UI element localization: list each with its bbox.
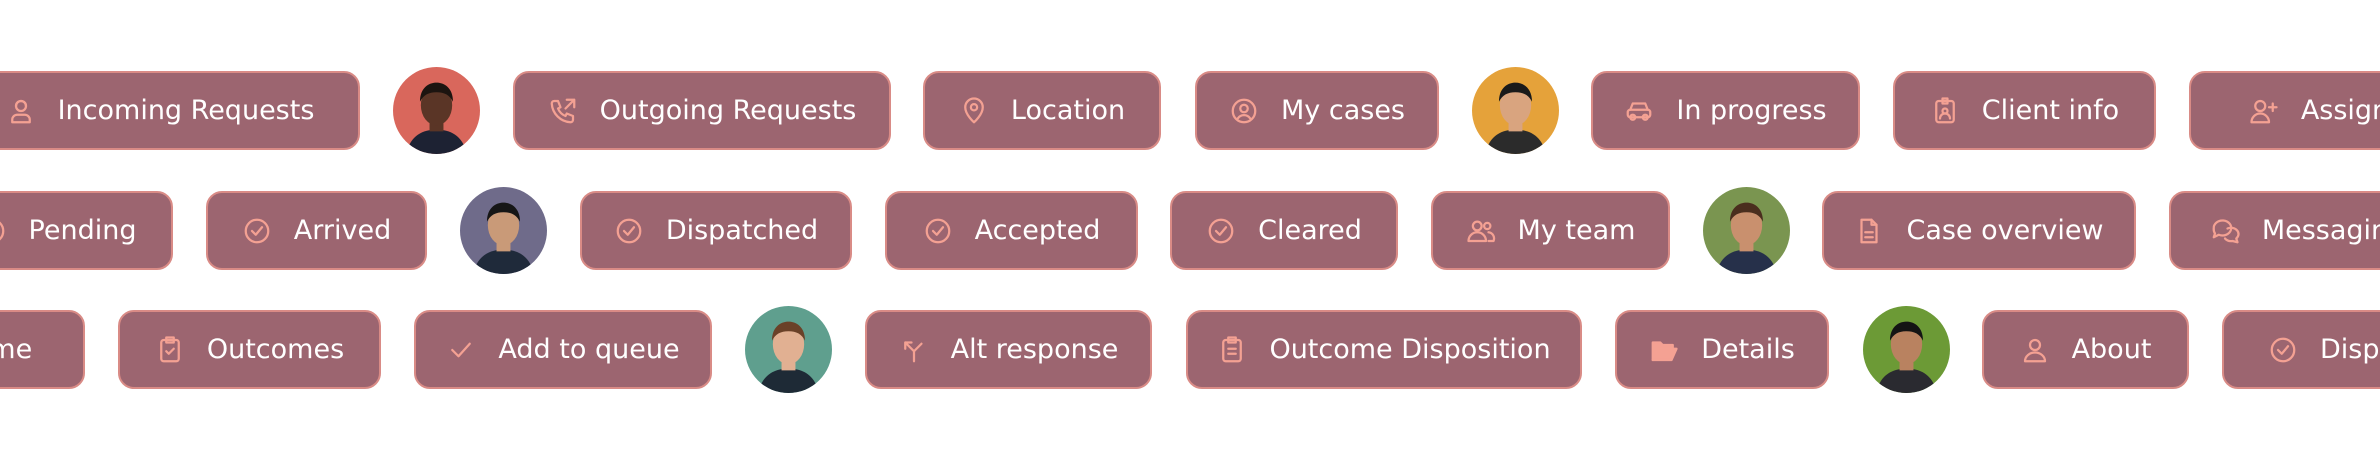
tag-assign[interactable]: Assign [2189, 71, 2380, 150]
avatar [1863, 306, 1950, 393]
check-circle-icon [244, 218, 270, 243]
tag-dispatched[interactable]: Dispatched [580, 191, 852, 270]
avatar [745, 306, 832, 393]
tag-label: Arrived [293, 215, 392, 246]
tag-cleared[interactable]: Cleared [1170, 191, 1398, 270]
avatar [393, 67, 480, 154]
tag-label: Dispa [2319, 334, 2380, 365]
tag-label: Case overview [1906, 215, 2104, 246]
tag-label: Client info [1981, 95, 2120, 126]
headset-person-icon [10, 99, 31, 123]
tag-label: Details [1701, 334, 1795, 365]
id-badge-icon [1934, 96, 1955, 123]
split-arrow-icon [903, 340, 923, 362]
tag-label: Pending [28, 215, 137, 246]
check-circle-icon [616, 218, 642, 243]
tag-details[interactable]: Details [1615, 310, 1829, 389]
folder-open-icon [1651, 340, 1678, 361]
tag-label: Dispatched [665, 215, 819, 246]
tag-alt-response[interactable]: Alt response [865, 310, 1152, 389]
clipboard-check-icon [159, 335, 180, 362]
map-pin-icon [964, 96, 984, 123]
tag-label: Outgoing Requests [599, 95, 857, 126]
tag-pending[interactable]: Pending [0, 191, 173, 270]
chat-bubbles-icon [2212, 218, 2240, 243]
tag-my-cases[interactable]: My cases [1195, 71, 1439, 150]
users-icon [1466, 220, 1495, 242]
avatar [1472, 67, 1559, 154]
tag-outcome-disposition[interactable]: Outcome Disposition [1186, 310, 1582, 389]
phone-outgoing-icon [550, 98, 576, 123]
tag-label: My cases [1281, 95, 1405, 126]
avatar [1703, 187, 1790, 274]
tag-label: Location [1010, 95, 1126, 126]
tag-arrived[interactable]: Arrived [206, 191, 427, 270]
tag-case-overview[interactable]: Case overview [1822, 191, 2136, 270]
tag-label: About [2071, 334, 2152, 365]
tag-label: Cleared [1258, 215, 1362, 246]
check-circle-icon [1208, 218, 1234, 243]
tag-label: My team [1517, 215, 1636, 246]
tag-my-team[interactable]: My team [1431, 191, 1670, 270]
check-circle-icon [2270, 337, 2296, 362]
car-icon [1627, 101, 1652, 121]
tag-label: Messagin [2261, 215, 2380, 246]
tag-label: In progress [1676, 95, 1827, 126]
tag-label: Incoming Requests [57, 95, 315, 126]
check-icon [451, 342, 472, 357]
clock-icon [0, 221, 4, 240]
tag-incoming-requests[interactable]: Incoming Requests [0, 71, 360, 150]
tag-client-info[interactable]: Client info [1893, 71, 2156, 150]
tag-dispa[interactable]: Dispa [2222, 310, 2380, 389]
check-circle-icon [925, 218, 950, 243]
tag-label: Add to queue [498, 334, 680, 365]
tag-label: Alt response [950, 334, 1119, 365]
tag-location[interactable]: Location [923, 71, 1161, 150]
tag-label: ame [0, 334, 33, 365]
user-icon [2023, 338, 2046, 362]
clipboard-list-icon [1222, 335, 1243, 362]
tag-messagin[interactable]: Messagin [2169, 191, 2380, 270]
tag-ame[interactable]: ame [0, 310, 85, 389]
document-icon [1860, 218, 1879, 243]
tag-about[interactable]: About [1982, 310, 2189, 389]
user-circle-icon [1231, 98, 1257, 123]
tag-label: Accepted [974, 215, 1101, 246]
tag-outcomes[interactable]: Outcomes [118, 310, 381, 389]
tag-label: Assign [2300, 95, 2380, 126]
tag-add-to-queue[interactable]: Add to queue [414, 310, 712, 389]
user-plus-icon [2250, 99, 2278, 123]
avatar [460, 187, 547, 274]
tag-accepted[interactable]: Accepted [885, 191, 1138, 270]
tag-label: Outcome Disposition [1269, 334, 1551, 365]
tag-outgoing-requests[interactable]: Outgoing Requests [513, 71, 891, 150]
tag-label: Outcomes [206, 334, 345, 365]
tag-in-progress[interactable]: In progress [1591, 71, 1860, 150]
